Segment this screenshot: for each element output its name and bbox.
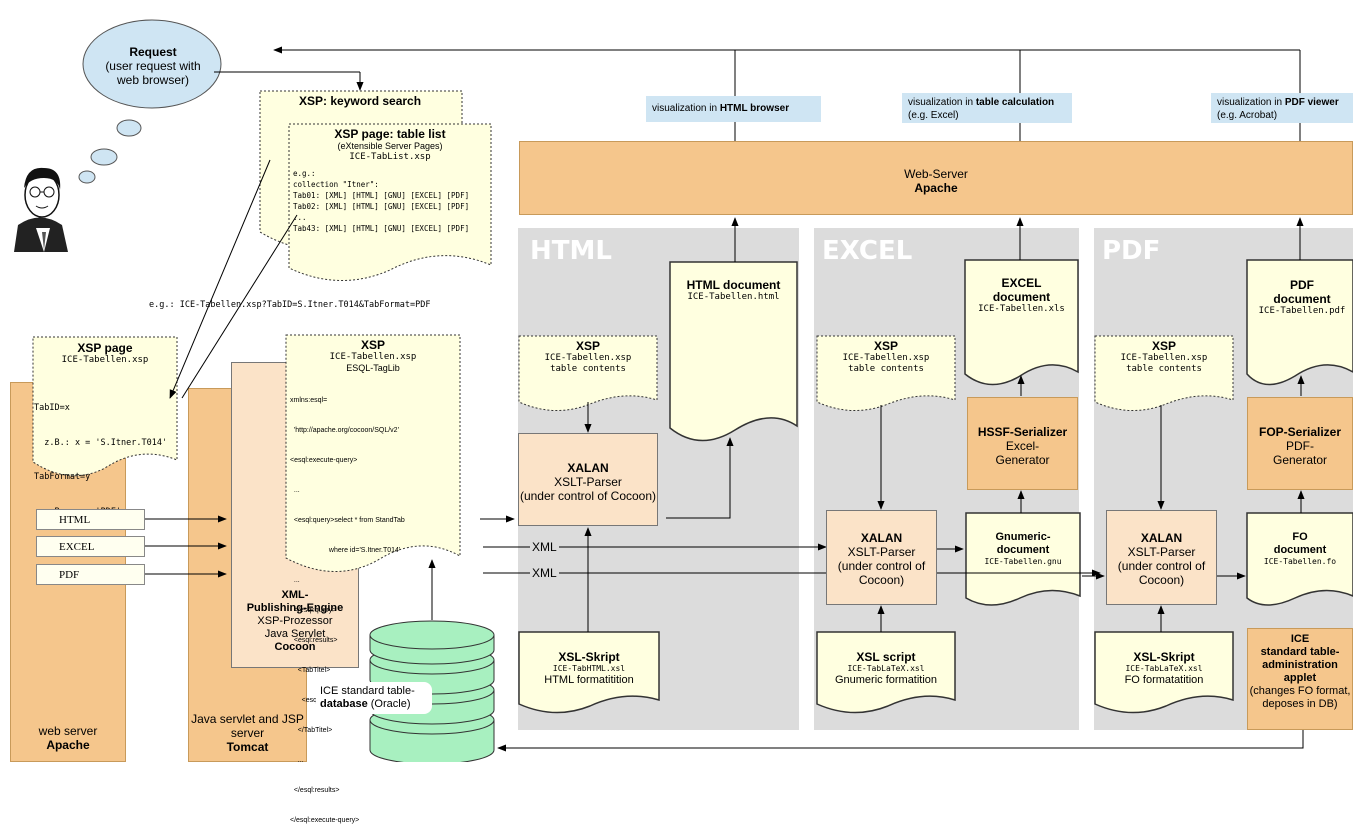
- html-document-shape: [669, 261, 798, 442]
- table-list-doc-shape: [288, 123, 492, 281]
- user-person-icon: [14, 167, 68, 252]
- keyword-search-title: XSP: keyword search: [299, 94, 422, 108]
- database-label: ICE standard table- database (Oracle): [316, 682, 432, 714]
- gnumeric-document-label: Gnumeric- document ICE-Tabellen.gnu: [984, 531, 1062, 566]
- visualization-pdf-label: visualization in PDF viewer(e.g. Acrobat…: [1211, 93, 1353, 123]
- request-label: Request (user request with web browser): [105, 45, 201, 87]
- database-icon: [369, 620, 495, 762]
- xsl-html-shape: [518, 631, 660, 714]
- visualization-html-label: visualization in HTML browser: [646, 96, 821, 122]
- pdf-document-shape: [1246, 259, 1353, 386]
- diagram-graphics: [14, 19, 1353, 762]
- xsp-page-doc-shape: [32, 336, 178, 477]
- format-button-html[interactable]: HTML: [36, 509, 145, 530]
- excel-document-label: EXCEL document ICE-Tabellen.xls: [978, 276, 1065, 314]
- table-list-header: XSP page: table list (eXtensible Server …: [334, 127, 446, 162]
- xml-label-pdf: XML: [530, 566, 559, 580]
- hssf-serializer-box: HSSF-Serializer Excel- Generator: [967, 397, 1078, 490]
- xsp-main-header: XSP ICE-Tabellen.xsp ESQL-TagLib: [329, 338, 417, 373]
- xml-label-excel: XML: [530, 540, 559, 554]
- fo-document-label: FO document ICE-Tabellen.fo: [1263, 531, 1337, 566]
- xsl-pdf-label: XSL-Skript ICE-TabLaTeX.xsl FO formatati…: [1124, 650, 1204, 686]
- request-thought-bubble: [82, 19, 222, 109]
- pdf-document-label: PDF document ICE-Tabellen.pdf: [1258, 278, 1346, 316]
- xsp-contents-excel: XSP ICE-Tabellen.xsp table contents: [842, 339, 930, 374]
- gnumeric-document-shape: [965, 512, 1081, 606]
- xalan-box-excel: XALAN XSLT-Parser (under control of Coco…: [826, 510, 937, 605]
- excel-column-label: EXCEL: [822, 236, 913, 266]
- ice-applet-box: ICE standard table- administration apple…: [1247, 628, 1353, 730]
- xsp-contents-html: XSP ICE-Tabellen.xsp table contents: [544, 339, 632, 374]
- xsl-html-label: XSL-Skript ICE-TabHTML.xsl HTML formatit…: [544, 650, 634, 686]
- xalan-box-html: XALAN XSLT-Parser (under control of Coco…: [518, 433, 658, 526]
- fop-serializer-box: FOP-Serializer PDF- Generator: [1247, 397, 1353, 490]
- xsp-main-code: xmlns:esql= 'http://apache.org/cocoon/SQ…: [290, 397, 411, 824]
- xalan-box-pdf: XALAN XSLT-Parser (under control of Coco…: [1106, 510, 1217, 605]
- html-column-label: HTML: [530, 236, 612, 266]
- url-example: e.g.: ICE-Tabellen.xsp?TabID=S.Itner.T01…: [149, 300, 431, 310]
- xsp-page-body: TabID=x z.B.: x = 'S.Itner.T014' TabForm…: [34, 403, 168, 517]
- xsp-page-header: XSP page ICE-Tabellen.xsp: [61, 341, 149, 365]
- xsl-pdf-shape: [1094, 631, 1234, 714]
- xsl-excel-shape: [816, 631, 956, 714]
- fo-document-shape: [1246, 512, 1353, 606]
- xsp-main-doc-shape: [285, 334, 461, 572]
- format-button-excel[interactable]: EXCEL: [36, 536, 145, 557]
- table-list-body: e.g.: collection "Itner": Tab01: [XML] […: [293, 169, 470, 233]
- pdf-column-label: PDF: [1102, 236, 1161, 266]
- xsl-excel-label: XSL script ICE-TabLaTeX.xsl Gnumeric for…: [834, 650, 938, 686]
- format-button-pdf[interactable]: PDF: [36, 564, 145, 585]
- html-document-label: HTML document ICE-Tabellen.html: [686, 278, 781, 302]
- xsp-contents-pdf: XSP ICE-Tabellen.xsp table contents: [1120, 339, 1208, 374]
- visualization-excel-label: visualization in table calculation(e.g. …: [902, 93, 1072, 123]
